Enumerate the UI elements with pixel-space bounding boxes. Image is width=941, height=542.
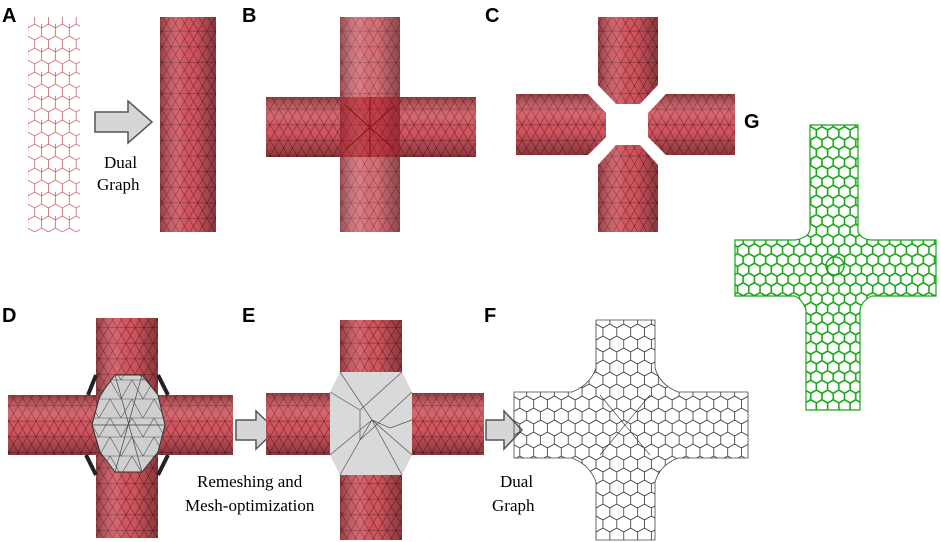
right-arrow-icon (94, 99, 154, 145)
panel-label-b: B (242, 5, 256, 27)
hexagonal-nanotube-red (28, 17, 80, 232)
panel-c: C (485, 5, 735, 232)
caption-dual-graph-bottom-2: Graph (492, 496, 535, 515)
panel-g: G (734, 111, 937, 411)
caption-dual-graph-top-1: Dual (104, 153, 137, 172)
caption-remeshing-1: Remeshing and (197, 472, 303, 491)
hexagonal-junction-green (734, 124, 937, 411)
cut-tube-top (598, 17, 658, 104)
panel-a: A (2, 5, 80, 232)
panel-label-c: C (485, 5, 499, 27)
right-arrow-icon (485, 409, 524, 451)
panel-d: D (2, 305, 233, 538)
panel-label-d: D (2, 305, 16, 327)
cut-tube-bottom (598, 145, 658, 232)
panel-e: E (242, 305, 484, 540)
junction-mesh-e (266, 320, 484, 540)
panel-label-f: F (484, 305, 496, 327)
panel-f: F (484, 305, 749, 541)
panel-label-e: E (242, 305, 255, 327)
caption-remeshing-2: Mesh-optimization (185, 496, 315, 515)
panel-b: B (242, 5, 476, 232)
cut-tube-right (648, 94, 735, 155)
caption-dual-graph-bottom-1: Dual (500, 472, 533, 491)
junction-mesh-d (8, 318, 233, 538)
caption-dual-graph-top-2: Graph (97, 175, 140, 194)
triangulated-tube (160, 17, 216, 232)
panel-label-g: G (744, 111, 760, 133)
crossed-tubes-vertical (340, 17, 400, 232)
cut-tube-left (516, 94, 606, 155)
hexagonal-junction-gray (513, 319, 749, 541)
panel-label-a: A (2, 5, 16, 27)
